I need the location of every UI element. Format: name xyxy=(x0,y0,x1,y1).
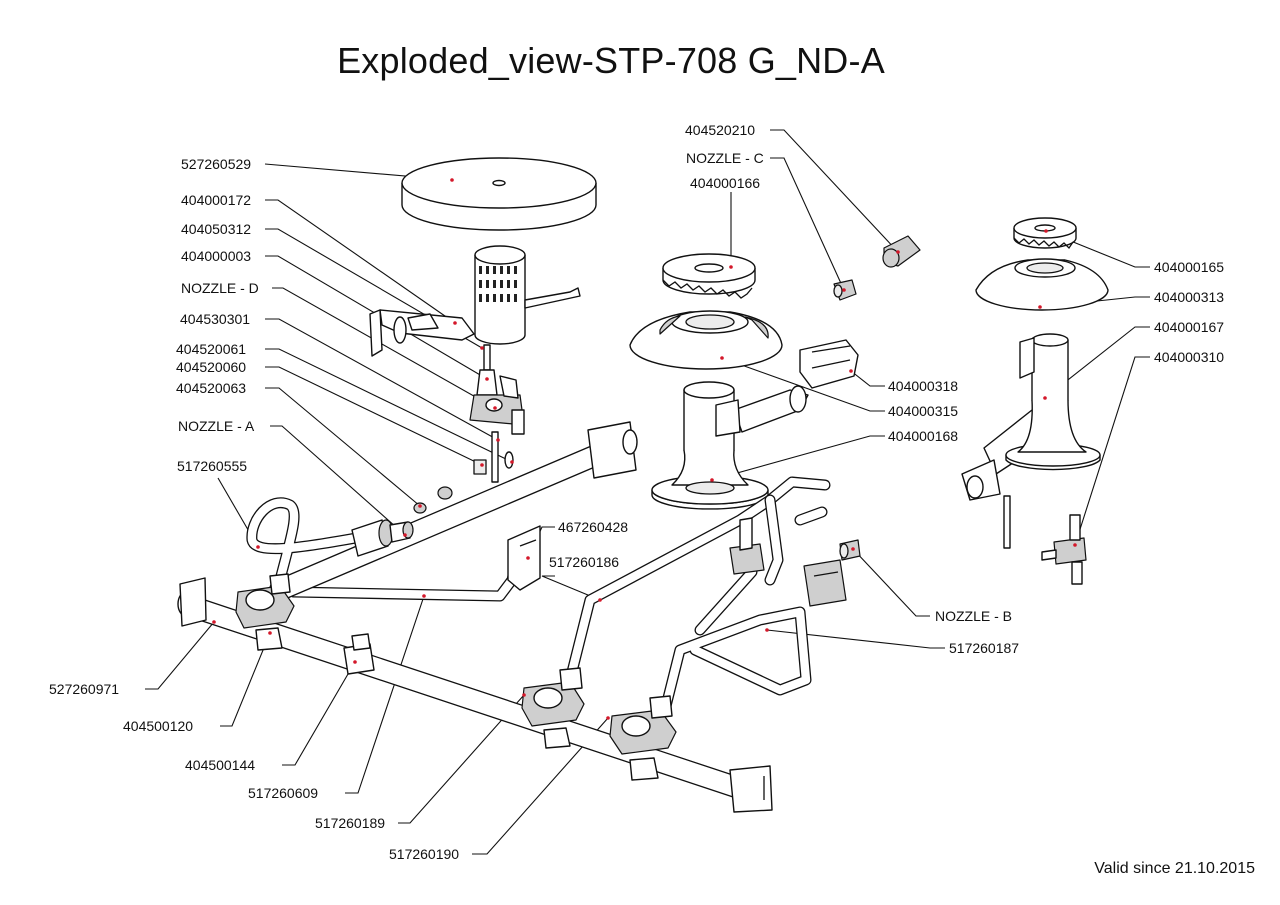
bracket-467260428 xyxy=(507,525,541,591)
label-467260428: 467260428 xyxy=(558,519,628,535)
label-404520061: 404520061 xyxy=(176,341,246,357)
fitting-517260555 xyxy=(351,519,414,557)
validity-note: Valid since 21.10.2015 xyxy=(1094,860,1255,877)
valve-right-pair xyxy=(729,517,847,607)
label-404000003: 404000003 xyxy=(181,248,251,264)
label-527260971: 527260971 xyxy=(49,681,119,697)
label-404500120: 404500120 xyxy=(123,718,193,734)
marker-dots xyxy=(212,178,1077,720)
label-517260189: 517260189 xyxy=(315,815,385,831)
burner-crown-right xyxy=(1013,217,1077,250)
diagram-title: Exploded_view-STP-708 G_ND-A xyxy=(337,40,885,81)
burner-cone-center xyxy=(629,310,783,370)
burner-body-right xyxy=(961,333,1101,501)
label-404000313: 404000313 xyxy=(1154,289,1224,305)
label-404000165: 404000165 xyxy=(1154,259,1224,275)
label-nozzle-a: NOZZLE - A xyxy=(178,418,255,434)
gas-tubes xyxy=(246,476,831,712)
label-404000318: 404000318 xyxy=(888,378,958,394)
leader-lines xyxy=(145,129,1150,855)
valve-left xyxy=(235,573,295,651)
label-404050312: 404050312 xyxy=(181,221,251,237)
valve-404000310 xyxy=(1041,514,1087,585)
label-nozzle-c: NOZZLE - C xyxy=(686,150,764,166)
label-404520210: 404520210 xyxy=(685,122,755,138)
label-517260186: 517260186 xyxy=(549,554,619,570)
label-517260187: 517260187 xyxy=(949,640,1019,656)
nut-404520210 xyxy=(882,235,921,268)
label-nozzle-d: NOZZLE - D xyxy=(181,280,259,296)
main-supply-tube xyxy=(269,421,638,601)
label-517260609: 517260609 xyxy=(248,785,318,801)
label-404520060: 404520060 xyxy=(176,359,246,375)
label-404530301: 404530301 xyxy=(180,311,250,327)
valve-center-right xyxy=(609,695,677,781)
label-404000166: 404000166 xyxy=(690,175,760,191)
burner-cone-right xyxy=(975,258,1109,311)
label-527260529: 527260529 xyxy=(181,156,251,172)
label-404000315: 404000315 xyxy=(888,403,958,419)
valve-center-left xyxy=(521,667,585,749)
part-labels: 404520210 NOZZLE - C 404000166 527260529… xyxy=(49,122,1224,862)
label-404520063: 404520063 xyxy=(176,380,246,396)
label-404500144: 404500144 xyxy=(185,757,255,773)
thermocouple-right xyxy=(1003,495,1011,549)
label-404000172: 404000172 xyxy=(181,192,251,208)
label-517260190: 517260190 xyxy=(389,846,459,862)
label-517260555: 517260555 xyxy=(177,458,247,474)
burner-crown-center xyxy=(662,253,756,299)
label-404000167: 404000167 xyxy=(1154,319,1224,335)
burner-body-left xyxy=(369,245,581,357)
label-nozzle-b: NOZZLE - B xyxy=(935,608,1012,624)
nozzle-b xyxy=(839,539,861,561)
label-404000310: 404000310 xyxy=(1154,349,1224,365)
burner-body-center xyxy=(651,381,809,510)
thermocouple-left xyxy=(469,344,525,435)
small-nozzles-left xyxy=(413,431,514,514)
burner-clip-center xyxy=(799,339,859,389)
burner-cap-large xyxy=(401,157,597,231)
clamp-404500144 xyxy=(343,633,375,675)
label-404000168: 404000168 xyxy=(888,428,958,444)
